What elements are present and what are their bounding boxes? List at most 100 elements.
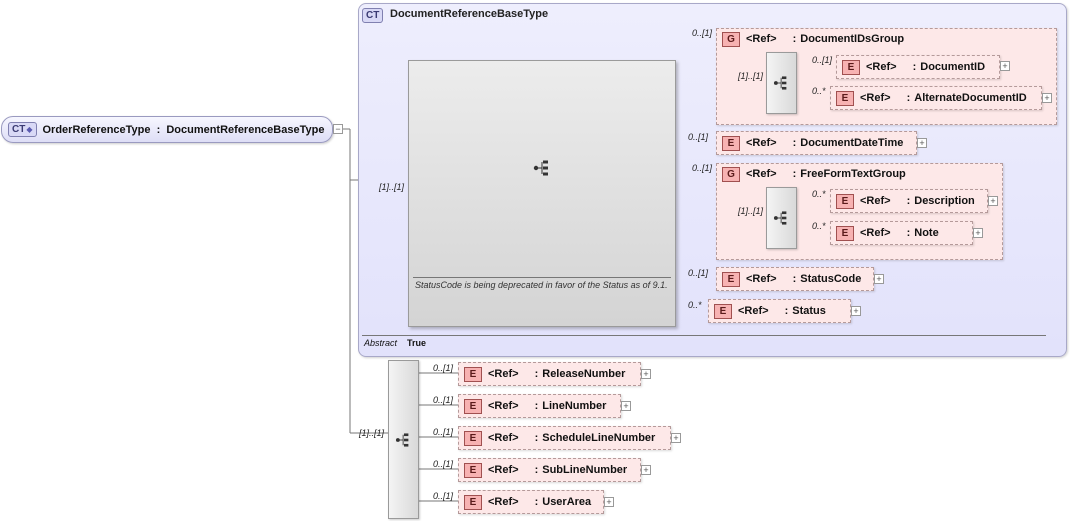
ref-label: <Ref> xyxy=(488,400,519,412)
expand-icon[interactable]: + xyxy=(1000,61,1010,71)
element-icon: E xyxy=(836,225,854,241)
element-description[interactable]: E <Ref> : Description xyxy=(830,189,988,213)
element-icon: E xyxy=(836,90,854,106)
element-icon: E xyxy=(464,430,482,446)
element-name: DocumentDateTime xyxy=(800,137,904,149)
group-name: DocumentIDsGroup xyxy=(800,33,905,45)
multiplicity-label: [1]..[1] xyxy=(359,428,385,438)
expand-icon[interactable]: + xyxy=(671,433,681,443)
expand-icon[interactable]: + xyxy=(621,401,631,411)
element-icon: E xyxy=(464,366,482,382)
separator: : xyxy=(906,92,911,104)
sequence-compositor[interactable] xyxy=(766,187,797,249)
base-type-title: DocumentReferenceBaseType xyxy=(390,8,549,20)
element-icon: E xyxy=(464,462,482,478)
separator: : xyxy=(534,496,539,508)
separator: : xyxy=(534,432,539,444)
element-name: AlternateDocumentID xyxy=(914,92,1027,104)
element-name: Description xyxy=(914,195,975,207)
multiplicity-label: 0..[1] xyxy=(692,28,713,38)
ref-label: <Ref> xyxy=(488,368,519,380)
ref-label: <Ref> xyxy=(738,305,769,317)
ref-label: <Ref> xyxy=(746,33,777,45)
ref-label: <Ref> xyxy=(746,273,777,285)
multiplicity-label: 0..[1] xyxy=(692,163,713,173)
group-icon: G xyxy=(722,31,740,47)
multiplicity-label: 0..[1] xyxy=(688,268,709,278)
ref-label: <Ref> xyxy=(746,168,777,180)
element-releasenumber[interactable]: E <Ref> : ReleaseNumber xyxy=(458,362,641,386)
element-icon: E xyxy=(464,494,482,510)
element-sublinenumber[interactable]: E <Ref> : SubLineNumber xyxy=(458,458,641,482)
element-name: Note xyxy=(914,227,939,239)
ref-label: <Ref> xyxy=(860,92,891,104)
expand-icon[interactable]: + xyxy=(917,138,927,148)
expand-icon[interactable]: + xyxy=(851,306,861,316)
element-icon: E xyxy=(464,398,482,414)
separator: : xyxy=(534,400,539,412)
collapse-icon[interactable]: − xyxy=(333,124,343,134)
multiplicity-label: 0..[1] xyxy=(433,459,454,469)
separator: : xyxy=(792,137,797,149)
multiplicity-label: 0..[1] xyxy=(433,491,454,501)
element-icon: E xyxy=(714,303,732,319)
separator: : xyxy=(792,33,797,45)
complex-type-icon: CT xyxy=(362,8,384,23)
element-name: UserArea xyxy=(542,496,592,508)
ref-label: <Ref> xyxy=(488,432,519,444)
root-type-label: OrderReferenceType : DocumentReferenceBa… xyxy=(42,123,325,136)
element-icon: E xyxy=(836,193,854,209)
ref-label: <Ref> xyxy=(860,195,891,207)
element-name: Status xyxy=(792,305,826,317)
multiplicity-label: 0..[1] xyxy=(433,363,454,373)
expand-icon[interactable]: + xyxy=(641,369,651,379)
separator: : xyxy=(534,464,539,476)
element-statuscode[interactable]: E <Ref> : StatusCode xyxy=(716,267,874,291)
multiplicity-label: [1]..[1] xyxy=(738,71,764,81)
abstract-divider xyxy=(362,335,1046,336)
abstract-value: True xyxy=(407,338,427,348)
sequence-compositor[interactable] xyxy=(388,360,419,519)
annotation-text: StatusCode is being deprecated in favor … xyxy=(415,280,668,290)
element-userarea[interactable]: E <Ref> : UserArea xyxy=(458,490,604,514)
separator: : xyxy=(534,368,539,380)
element-status[interactable]: E <Ref> : Status xyxy=(708,299,851,323)
group-name: FreeFormTextGroup xyxy=(800,168,906,180)
expand-icon[interactable]: + xyxy=(1042,93,1052,103)
multiplicity-label: 0..[1] xyxy=(812,55,833,65)
ref-label: <Ref> xyxy=(746,137,777,149)
multiplicity-label: 0..* xyxy=(812,189,826,199)
separator: : xyxy=(792,273,797,285)
sequence-compositor[interactable] xyxy=(766,52,797,114)
element-documentid[interactable]: E <Ref> : DocumentID xyxy=(836,55,1000,79)
expand-icon[interactable]: + xyxy=(988,196,998,206)
element-alternatedocumentid[interactable]: E <Ref> : AlternateDocumentID xyxy=(830,86,1042,110)
element-linenumber[interactable]: E <Ref> : LineNumber xyxy=(458,394,621,418)
ref-label: <Ref> xyxy=(488,496,519,508)
expand-icon[interactable]: + xyxy=(641,465,651,475)
root-complex-type-node[interactable]: CT◆ OrderReferenceType : DocumentReferen… xyxy=(1,116,333,143)
element-name: StatusCode xyxy=(800,273,862,285)
separator: : xyxy=(906,195,911,207)
multiplicity-label: [1]..[1] xyxy=(738,206,764,216)
multiplicity-label: 0..[1] xyxy=(433,427,454,437)
element-name: DocumentID xyxy=(920,61,986,73)
expand-icon[interactable]: + xyxy=(973,228,983,238)
sequence-icon xyxy=(773,76,786,90)
element-name: LineNumber xyxy=(542,400,607,412)
abstract-attribute: Abstract True xyxy=(364,338,426,348)
sequence-icon xyxy=(533,160,548,176)
expand-icon[interactable]: + xyxy=(604,497,614,507)
element-documentdatetime[interactable]: E <Ref> : DocumentDateTime xyxy=(716,131,917,155)
sequence-compositor[interactable]: StatusCode is being deprecated in favor … xyxy=(408,60,676,327)
separator: : xyxy=(784,305,789,317)
element-schedulelinenumber[interactable]: E <Ref> : ScheduleLineNumber xyxy=(458,426,671,450)
separator: : xyxy=(906,227,911,239)
element-icon: E xyxy=(722,135,740,151)
expand-icon[interactable]: + xyxy=(874,274,884,284)
complex-type-icon: CT◆ xyxy=(8,122,37,137)
element-note[interactable]: E <Ref> : Note xyxy=(830,221,973,245)
multiplicity-label: [1]..[1] xyxy=(379,182,405,192)
multiplicity-label: 0..[1] xyxy=(433,395,454,405)
separator: : xyxy=(792,168,797,180)
